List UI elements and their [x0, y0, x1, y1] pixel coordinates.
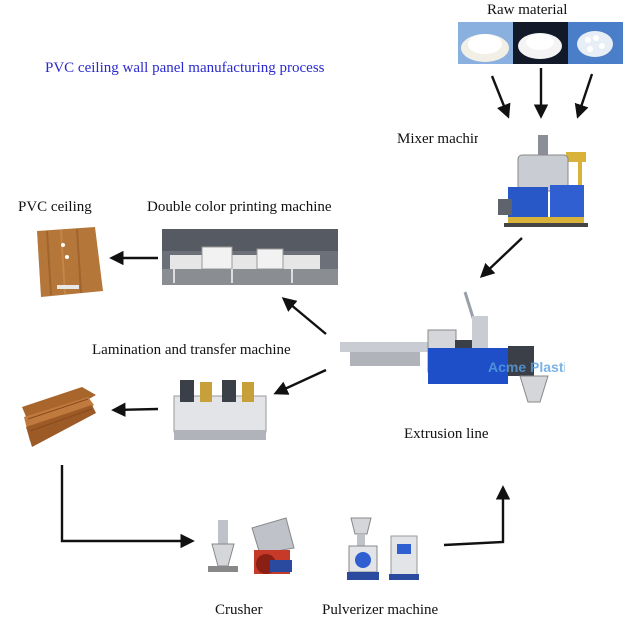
- pvc-ceiling-panel-image: [37, 227, 103, 297]
- lamination-machine-image: [170, 372, 270, 444]
- lamination-machine-label: Lamination and transfer machine: [92, 342, 291, 358]
- laminated-panels-image: [22, 387, 96, 447]
- raw-material-label: Raw material: [487, 2, 568, 18]
- raw-material-images: [458, 22, 623, 64]
- extrusion-line-label: Extrusion line: [404, 426, 489, 442]
- mixer-to-extrusion-arrow: [479, 237, 523, 278]
- extrusion-to-printing-arrow: [281, 297, 327, 335]
- raw-material-arrow-right: [574, 73, 594, 119]
- diagram-title: PVC ceiling wall panel manufacturing pro…: [45, 60, 325, 76]
- watermark-text: Acme Plastic: [488, 359, 565, 375]
- lamination-to-panels-arrow: [111, 402, 159, 417]
- pulverizer-machine-label: Pulverizer machine: [322, 602, 439, 618]
- pvc-ceiling-label: PVC ceiling: [18, 199, 92, 215]
- pulverizer-to-extrusion-arrow: [443, 485, 511, 547]
- crusher-label: Crusher: [215, 602, 263, 618]
- printing-machine-image: [162, 229, 338, 285]
- mixer-machine-image: [478, 127, 596, 239]
- panels-to-crusher-arrow: [60, 465, 195, 549]
- extrusion-line-image: Acme Plastic: [340, 290, 575, 412]
- mixer-machine-label: Mixer machine: [397, 131, 489, 147]
- printing-machine-label: Double color printing machine: [147, 199, 332, 215]
- crusher-image: [200, 514, 300, 584]
- raw-material-arrow-left: [490, 75, 511, 119]
- pulverizer-image: [343, 516, 435, 584]
- extrusion-to-lamination-arrow: [273, 368, 327, 395]
